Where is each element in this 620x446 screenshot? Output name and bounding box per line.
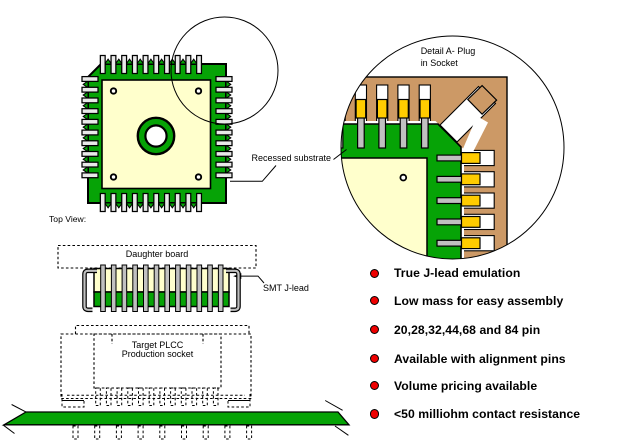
leader-lines [230, 149, 347, 284]
chip-top-view [81, 54, 233, 213]
bullet-icon [369, 268, 379, 278]
daughter-board-label: Daughter board [125, 249, 189, 259]
socket-view [60, 324, 252, 408]
feature-text: 20,28,32,44,68 and 84 pin [393, 322, 541, 337]
feature-item: Volume pricing available [369, 378, 538, 393]
feature-text: Low mass for easy assembly [393, 293, 564, 308]
detail-source-circle [170, 16, 279, 125]
feature-item: Available with alignment pins [369, 351, 566, 366]
bullet-icon [369, 381, 379, 391]
feature-item: Low mass for easy assembly [369, 293, 564, 308]
chamfer-post [466, 84, 498, 116]
bullet-icon [369, 354, 379, 364]
side-view [57, 244, 257, 313]
feature-text: <50 milliohm contact resistance [393, 407, 581, 421]
socket-inner-outline [93, 333, 222, 389]
bullet-icon [369, 296, 379, 306]
top-view-label: Top View: [49, 213, 87, 224]
feature-item: 20,28,32,44,68 and 84 pin [369, 322, 541, 337]
adapter-pcb [93, 291, 230, 308]
bullet-icon [369, 325, 379, 335]
bullet-icon [369, 409, 379, 419]
pcb-bar [1, 411, 351, 426]
feature-text: Volume pricing available [393, 378, 538, 393]
detail-view [340, 35, 565, 260]
feature-item: True J-lead emulation [369, 266, 521, 281]
feature-text: True J-lead emulation [393, 266, 521, 281]
plug-substrate [341, 157, 428, 259]
pcb-board [1, 400, 351, 440]
feature-text: Available with alignment pins [393, 351, 566, 366]
feature-item: <50 milliohm contact resistance [369, 407, 581, 422]
daughter-board-outline [57, 244, 257, 269]
recessed-substrate-label: Recessed substrate [251, 153, 332, 163]
smt-jlead-label: SMT J-lead [263, 282, 309, 293]
socket-outline [60, 333, 252, 400]
